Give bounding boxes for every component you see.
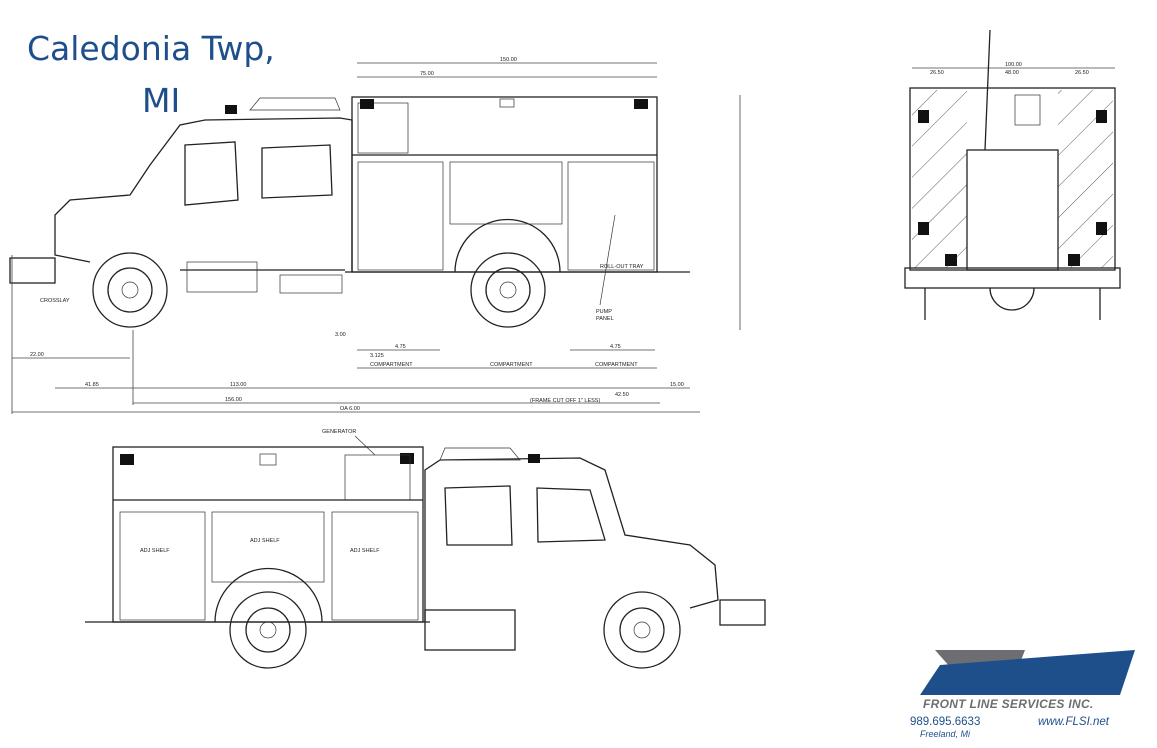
wheel (92, 252, 168, 328)
upper-compartment (357, 102, 409, 154)
compartment-door (449, 161, 563, 225)
svg-text:COMPARTMENT: COMPARTMENT (490, 362, 533, 368)
svg-text:ROLL-OUT TRAY: ROLL-OUT TRAY (600, 264, 644, 270)
svg-text:GENERATOR: GENERATOR (322, 429, 356, 435)
svg-text:42.50: 42.50 (615, 392, 629, 398)
svg-text:CROSSLAY: CROSSLAY (40, 298, 70, 304)
svg-text:3.125: 3.125 (370, 353, 384, 359)
compartment-door (211, 511, 325, 583)
svg-text:3.00: 3.00 (335, 332, 346, 338)
svg-text:26.50: 26.50 (1075, 70, 1089, 76)
svg-text:OA 6.00: OA 6.00 (340, 406, 360, 412)
svg-text:150.00: 150.00 (500, 57, 517, 63)
page-title-line2: MI (142, 81, 181, 120)
compartment-door (357, 161, 444, 271)
phone-number: 989.695.6633 (910, 716, 981, 728)
flsi-logo-mark (920, 650, 1135, 695)
compartment-door (331, 511, 419, 621)
svg-text:4.75: 4.75 (610, 344, 621, 350)
side-view-right: GENERATOR ADJ SHELF ADJ SHELF ADJ SHELF (85, 429, 766, 669)
cab-window (444, 485, 513, 546)
svg-text:COMPARTMENT: COMPARTMENT (595, 362, 638, 368)
svg-text:ADJ SHELF: ADJ SHELF (250, 538, 280, 544)
svg-text:15.00: 15.00 (670, 382, 684, 388)
svg-text:26.50: 26.50 (930, 70, 944, 76)
svg-text:4.75: 4.75 (395, 344, 406, 350)
website-link[interactable]: www.FLSI.net (1038, 716, 1109, 728)
svg-text:100.00: 100.00 (1005, 62, 1022, 68)
company-name: FRONT LINE SERVICES INC. (923, 697, 1094, 711)
wheel (603, 591, 681, 669)
rear-view: 100.00 26.50 48.00 26.50 (904, 29, 1121, 320)
compartment-door (119, 511, 206, 621)
wheel (470, 252, 546, 328)
svg-text:22.00: 22.00 (30, 352, 44, 358)
svg-text:48.00: 48.00 (1005, 70, 1019, 76)
body-outline (351, 96, 658, 273)
cab-window (536, 487, 606, 543)
body-outline (112, 446, 424, 623)
cab-window (184, 141, 239, 206)
cab-outline (424, 457, 719, 622)
svg-text:ADJ SHELF: ADJ SHELF (140, 548, 170, 554)
location: Freeland, Mi (920, 729, 971, 739)
svg-text:PANEL: PANEL (596, 316, 614, 322)
warning-light (360, 99, 374, 109)
wheel (229, 591, 307, 669)
svg-text:(FRAME CUT OFF 1" LESS): (FRAME CUT OFF 1" LESS) (530, 398, 600, 404)
flsi-logo: FRONT LINE SERVICES INC. 989.695.6633 ww… (905, 645, 1135, 745)
svg-text:156.00: 156.00 (225, 397, 242, 403)
cab-window (261, 144, 333, 199)
svg-text:COMPARTMENT: COMPARTMENT (370, 362, 413, 368)
side-view-left: ROLL-OUT TRAY CROSSLAY PUMP PANEL 150.00… (9, 57, 741, 414)
svg-text:PUMP: PUMP (596, 309, 612, 315)
svg-text:ADJ SHELF: ADJ SHELF (350, 548, 380, 554)
cab-outline (54, 117, 353, 272)
warning-light (634, 99, 648, 109)
pump-panel (966, 149, 1059, 271)
page-title-line1: Caledonia Twp, (27, 29, 275, 68)
compartment-door (567, 161, 655, 271)
dimension-lines: 150.00 75.00 22.00 4.75 4.75 3.125 3.00 … (11, 57, 741, 414)
svg-text:75.00: 75.00 (420, 71, 434, 77)
svg-text:113.00: 113.00 (230, 382, 246, 388)
svg-text:41.85: 41.85 (85, 382, 99, 388)
